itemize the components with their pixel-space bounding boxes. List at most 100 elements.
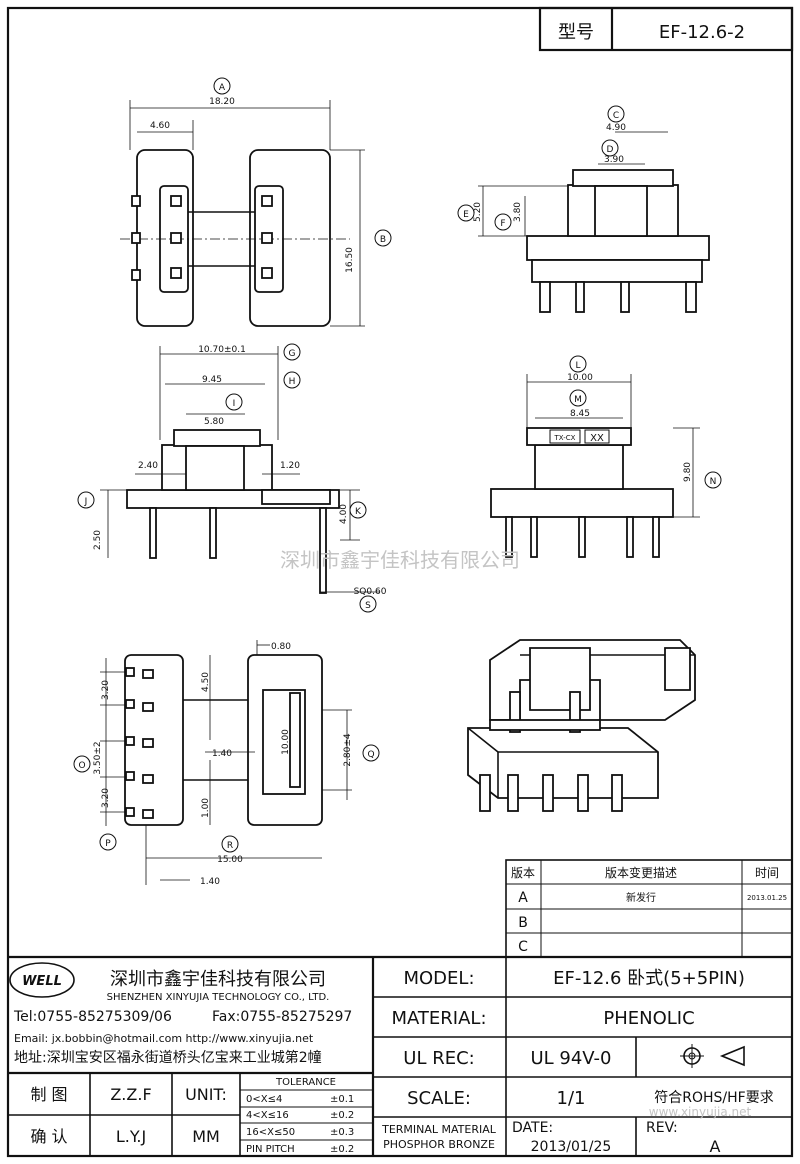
company-address: 地址:深圳宝安区福永街道桥头亿宝来工业城第2幢: [14, 1049, 322, 1066]
marking-left: TX-CX: [554, 434, 576, 442]
label-I: I: [233, 399, 236, 409]
material-label: MATERIAL:: [391, 1008, 486, 1029]
rev-header-version: 版本: [511, 866, 535, 880]
tolerance-value: ±0.1: [330, 1094, 354, 1105]
tolerance-value: ±0.2: [330, 1110, 354, 1121]
label-B: B: [380, 235, 386, 245]
rev-row-date: 2013.01.25: [747, 894, 787, 902]
label-F: F: [500, 219, 505, 229]
date-label: DATE:: [512, 1120, 553, 1136]
model-label: MODEL:: [403, 968, 474, 989]
label-C: C: [613, 111, 619, 121]
tolerance-value: ±0.2: [330, 1144, 354, 1155]
unit-label: UNIT:: [185, 1085, 227, 1104]
dim-Q: 2.80±4: [343, 733, 353, 767]
date-value: 2013/01/25: [531, 1139, 612, 1155]
tolerance-range: PIN PITCH: [246, 1144, 295, 1155]
front-view-left: 10.70±0.1 G 9.45 H I 5.80 2.40 1.20 J 2.…: [77, 343, 387, 613]
dim-I: 5.80: [204, 417, 224, 427]
tolerance-range: 0<X≤4: [246, 1094, 282, 1105]
rev-label: REV:: [646, 1120, 678, 1136]
dim-080: 0.80: [271, 642, 291, 652]
scale-label: SCALE:: [407, 1088, 471, 1109]
dim-M: 8.45: [570, 409, 590, 419]
label-O: O: [78, 761, 85, 771]
ulrec-label: UL REC:: [403, 1048, 474, 1069]
dim-G: 10.70±0.1: [198, 345, 246, 355]
label-A: A: [219, 83, 226, 93]
watermark-center: 深圳市鑫宇佳科技有限公司: [280, 548, 520, 572]
dim-100: 1.00: [201, 798, 211, 818]
rev-value: A: [710, 1137, 721, 1156]
tolerance-range: 16<X≤50: [246, 1127, 295, 1138]
dim-K: 4.00: [339, 504, 349, 524]
header-model-box: 型号 EF-12.6-2: [538, 6, 794, 52]
dim-450: 4.50: [201, 672, 211, 692]
terminal-material-label: TERMINAL MATERIAL: [381, 1123, 497, 1136]
company-name-en: SHENZHEN XINYUJIA TECHNOLOGY CO., LTD.: [107, 992, 330, 1003]
rev-row-ver: B: [518, 915, 528, 931]
company-tel: Tel:0755-85275309/06: [13, 1009, 172, 1025]
rohs-text: 符合ROHS/HF要求: [654, 1090, 773, 1106]
tolerance-value: ±0.3: [330, 1127, 354, 1138]
tolerance-range: 4<X≤16: [246, 1110, 289, 1121]
dim-A-sub: 4.60: [150, 121, 170, 131]
rev-header-time: 时间: [755, 866, 779, 880]
dim-F: 3.80: [513, 202, 523, 222]
dim-140a: 1.40: [212, 749, 232, 759]
dim-N: 9.80: [683, 462, 693, 482]
rev-row-ver: C: [518, 939, 528, 955]
scale-value: 1/1: [557, 1088, 586, 1109]
label-D: D: [607, 145, 614, 155]
unit-value: MM: [192, 1127, 220, 1146]
rev-row-desc: 新发行: [626, 891, 656, 904]
model-value: EF-12.6 卧式(5+5PIN): [553, 968, 745, 989]
label-J: J: [84, 497, 88, 507]
label-P: P: [105, 839, 111, 849]
label-G: G: [289, 349, 296, 359]
label-M: M: [574, 395, 582, 405]
side-view-top-right: C 4.90 D 3.90 E 5.20 F 3.80: [457, 105, 710, 313]
marking-right: XX: [590, 433, 604, 444]
bottom-view: 3.20 3.50±2 3.20 4.50 1.00 10.00 0.80 1.…: [73, 640, 380, 887]
dim-R: 15.00: [217, 855, 243, 865]
dim-C: 4.90: [606, 123, 626, 133]
title-block: WELL 深圳市鑫宇佳科技有限公司 SHENZHEN XINYUJIA TECH…: [8, 955, 792, 1156]
company-logo: WELL: [22, 974, 62, 989]
rev-row-ver: A: [518, 890, 528, 906]
dim-A: 18.20: [209, 97, 235, 107]
label-K: K: [355, 507, 362, 517]
dim-side-left: 2.40: [138, 461, 158, 471]
material-value: PHENOLIC: [603, 1008, 694, 1029]
terminal-material-value: PHOSPHOR BRONZE: [383, 1138, 495, 1151]
label-H: H: [289, 377, 296, 387]
dim-E: 5.20: [473, 202, 483, 222]
dim-O: 3.50±2: [93, 741, 103, 774]
checked-value: L.Y.J: [116, 1127, 146, 1146]
top-view: A 18.20 4.60 16.50 B: [120, 77, 392, 327]
label-S: S: [365, 601, 371, 611]
isometric-view: [467, 639, 696, 812]
checked-label: 确 认: [30, 1127, 67, 1146]
rev-header-desc: 版本变更描述: [605, 865, 677, 880]
projection-symbol-icon: [680, 1044, 745, 1068]
label-Q: Q: [367, 750, 374, 760]
drawn-label: 制 图: [30, 1085, 67, 1104]
ulrec-value: UL 94V-0: [530, 1048, 611, 1069]
header-model-label: 型号: [558, 22, 594, 43]
dim-D: 3.90: [604, 155, 624, 165]
drawn-value: Z.Z.F: [110, 1085, 151, 1104]
dim-B: 16.50: [345, 247, 355, 273]
label-E: E: [463, 210, 469, 220]
dim-140b: 1.40: [200, 877, 220, 887]
header-model-value: EF-12.6-2: [659, 22, 745, 43]
dim-side-right: 1.20: [280, 461, 300, 471]
dim-J: 2.50: [93, 530, 103, 550]
company-email: Email: jx.bobbin@hotmail.com http://www.…: [14, 1032, 314, 1045]
company-name-cn: 深圳市鑫宇佳科技有限公司: [110, 969, 326, 990]
label-R: R: [227, 841, 233, 851]
watermark-footer: www.xinyujia.net: [649, 1105, 752, 1119]
dim-L: 10.00: [567, 373, 593, 383]
tolerance-title: TOLERANCE: [275, 1077, 336, 1088]
